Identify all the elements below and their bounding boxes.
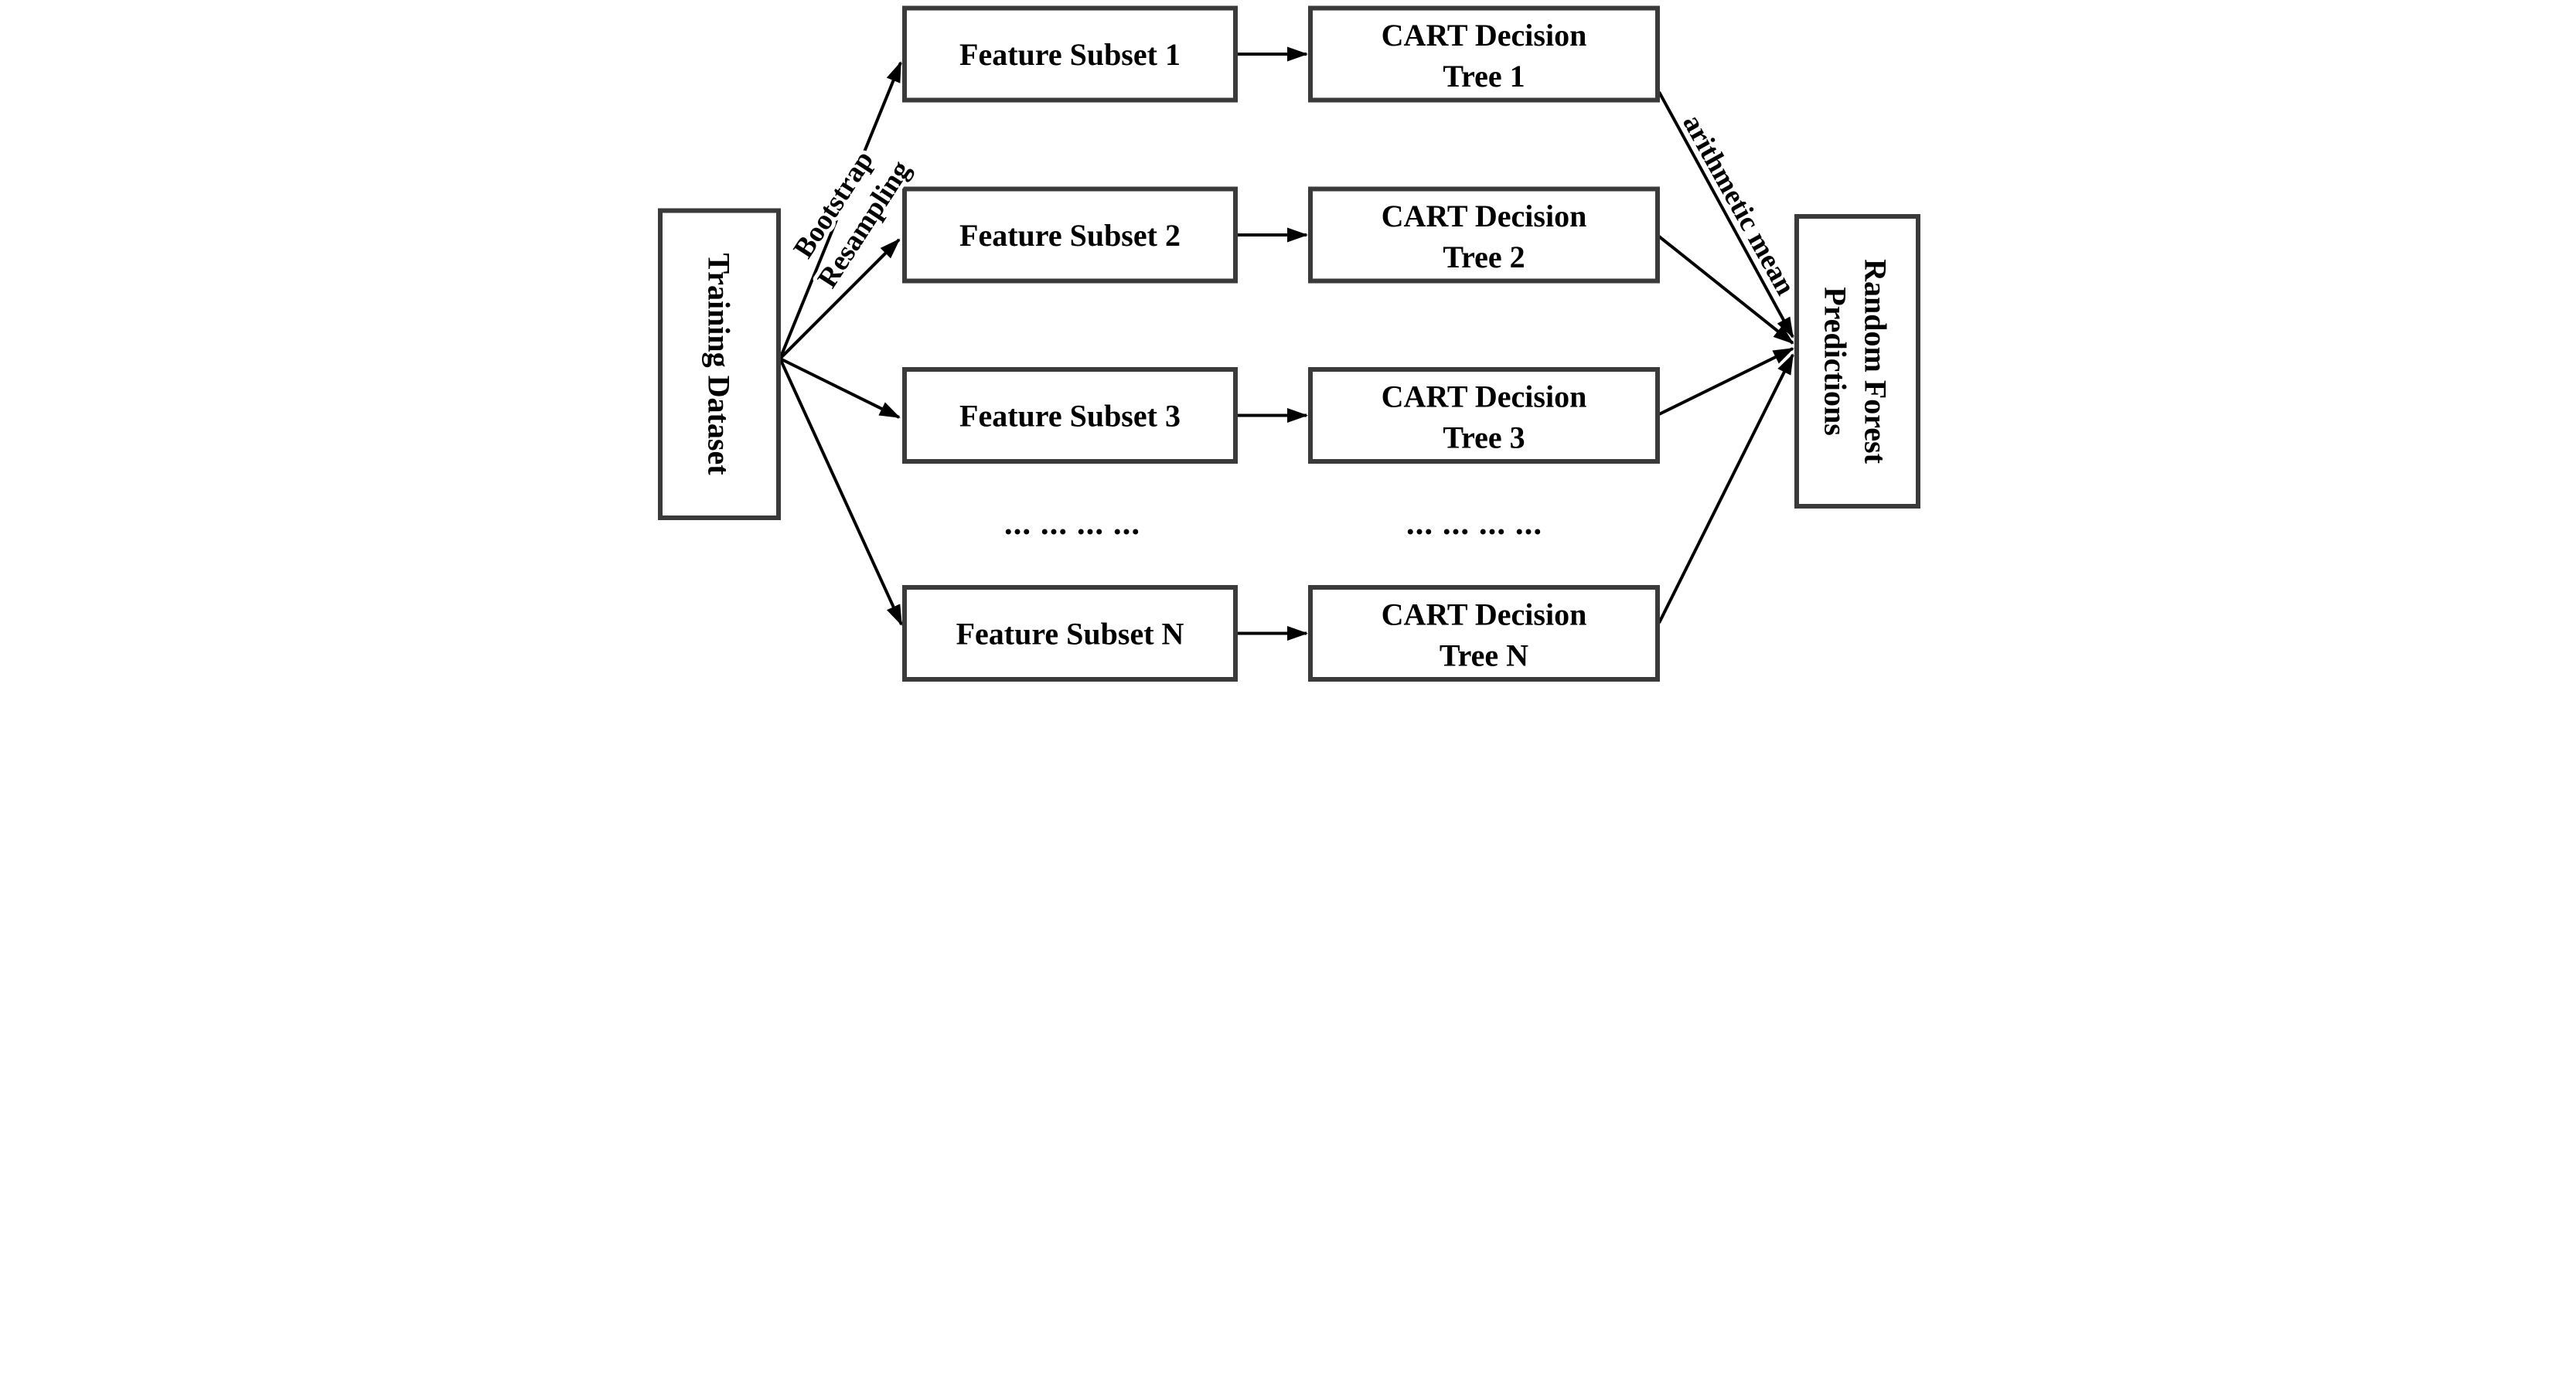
edge-training-to-subset-2 (779, 238, 901, 360)
node-box-cart-tree-1 (1308, 5, 1660, 103)
aggregation-edges (1658, 91, 1794, 624)
node-box-training-dataset (658, 208, 781, 520)
node-box-rf-predictions (1794, 214, 1920, 509)
edge-tree-1-to-predictions (1658, 91, 1794, 339)
svg-text:CART Decision: CART Decision (1382, 199, 1587, 233)
cart-tree-1-label: CART Decision Tree 1 (1382, 18, 1587, 94)
cart-tree-3-label: CART Decision Tree 3 (1382, 379, 1587, 455)
svg-text:Tree 3: Tree 3 (1443, 420, 1525, 455)
node-box-cart-tree-3 (1308, 367, 1660, 464)
cart-column-ellipsis: ... ... ... ... (1406, 505, 1542, 542)
training-dataset-label: Training Dataset (702, 253, 737, 475)
feature-subset-n-label: Feature Subset N (956, 617, 1184, 652)
bootstrap-edges (779, 61, 903, 626)
edge-tree-3-to-predictions (1658, 347, 1794, 416)
node-box-feature-subset-n (902, 585, 1238, 682)
svg-text:CART Decision: CART Decision (1382, 18, 1587, 53)
edge-training-to-subset-3 (779, 357, 901, 419)
node-box-feature-subset-1 (902, 5, 1238, 103)
svg-text:arithmetic mean: arithmetic mean (1676, 109, 1801, 301)
node-box-cart-tree-2 (1308, 186, 1660, 284)
edge-training-to-subset-1 (779, 61, 902, 359)
svg-text:Tree 2: Tree 2 (1443, 240, 1525, 274)
diagram-canvas: Training Dataset Feature Subset 1 Featur… (658, 5, 1920, 682)
svg-text:CART Decision: CART Decision (1382, 597, 1587, 632)
feature-subset-2-label: Feature Subset 2 (959, 218, 1181, 253)
feature-column-ellipsis: ... ... ... ... (1004, 505, 1140, 542)
edge-training-to-subset-n (779, 358, 903, 626)
feature-subset-1-label: Feature Subset 1 (959, 37, 1181, 72)
svg-text:CART Decision: CART Decision (1382, 379, 1587, 414)
svg-text:Predictions: Predictions (1818, 287, 1853, 436)
subset-to-tree-edges (1236, 46, 1308, 641)
random-forest-diagram: Training Dataset Feature Subset 1 Featur… (644, 0, 1932, 689)
node-box-cart-tree-n (1308, 585, 1660, 682)
svg-text:Random Forest: Random Forest (1859, 259, 1893, 464)
node-box-feature-subset-2 (902, 186, 1238, 284)
node-box-feature-subset-3 (902, 367, 1238, 464)
bootstrap-resampling-label: Bootstrap Resampling (784, 141, 922, 298)
cart-tree-2-label: CART Decision Tree 2 (1382, 199, 1587, 274)
feature-subset-3-label: Feature Subset 3 (959, 399, 1181, 434)
cart-tree-n-label: CART Decision Tree N (1382, 597, 1587, 673)
svg-text:Tree 1: Tree 1 (1443, 59, 1525, 94)
arithmetic-mean-label: arithmetic mean (1672, 105, 1805, 305)
edge-tree-n-to-predictions (1658, 353, 1794, 624)
edge-tree-2-to-predictions (1658, 235, 1794, 345)
rf-predictions-label: Random Forest Predictions (1818, 259, 1893, 464)
svg-text:Tree N: Tree N (1440, 638, 1528, 673)
